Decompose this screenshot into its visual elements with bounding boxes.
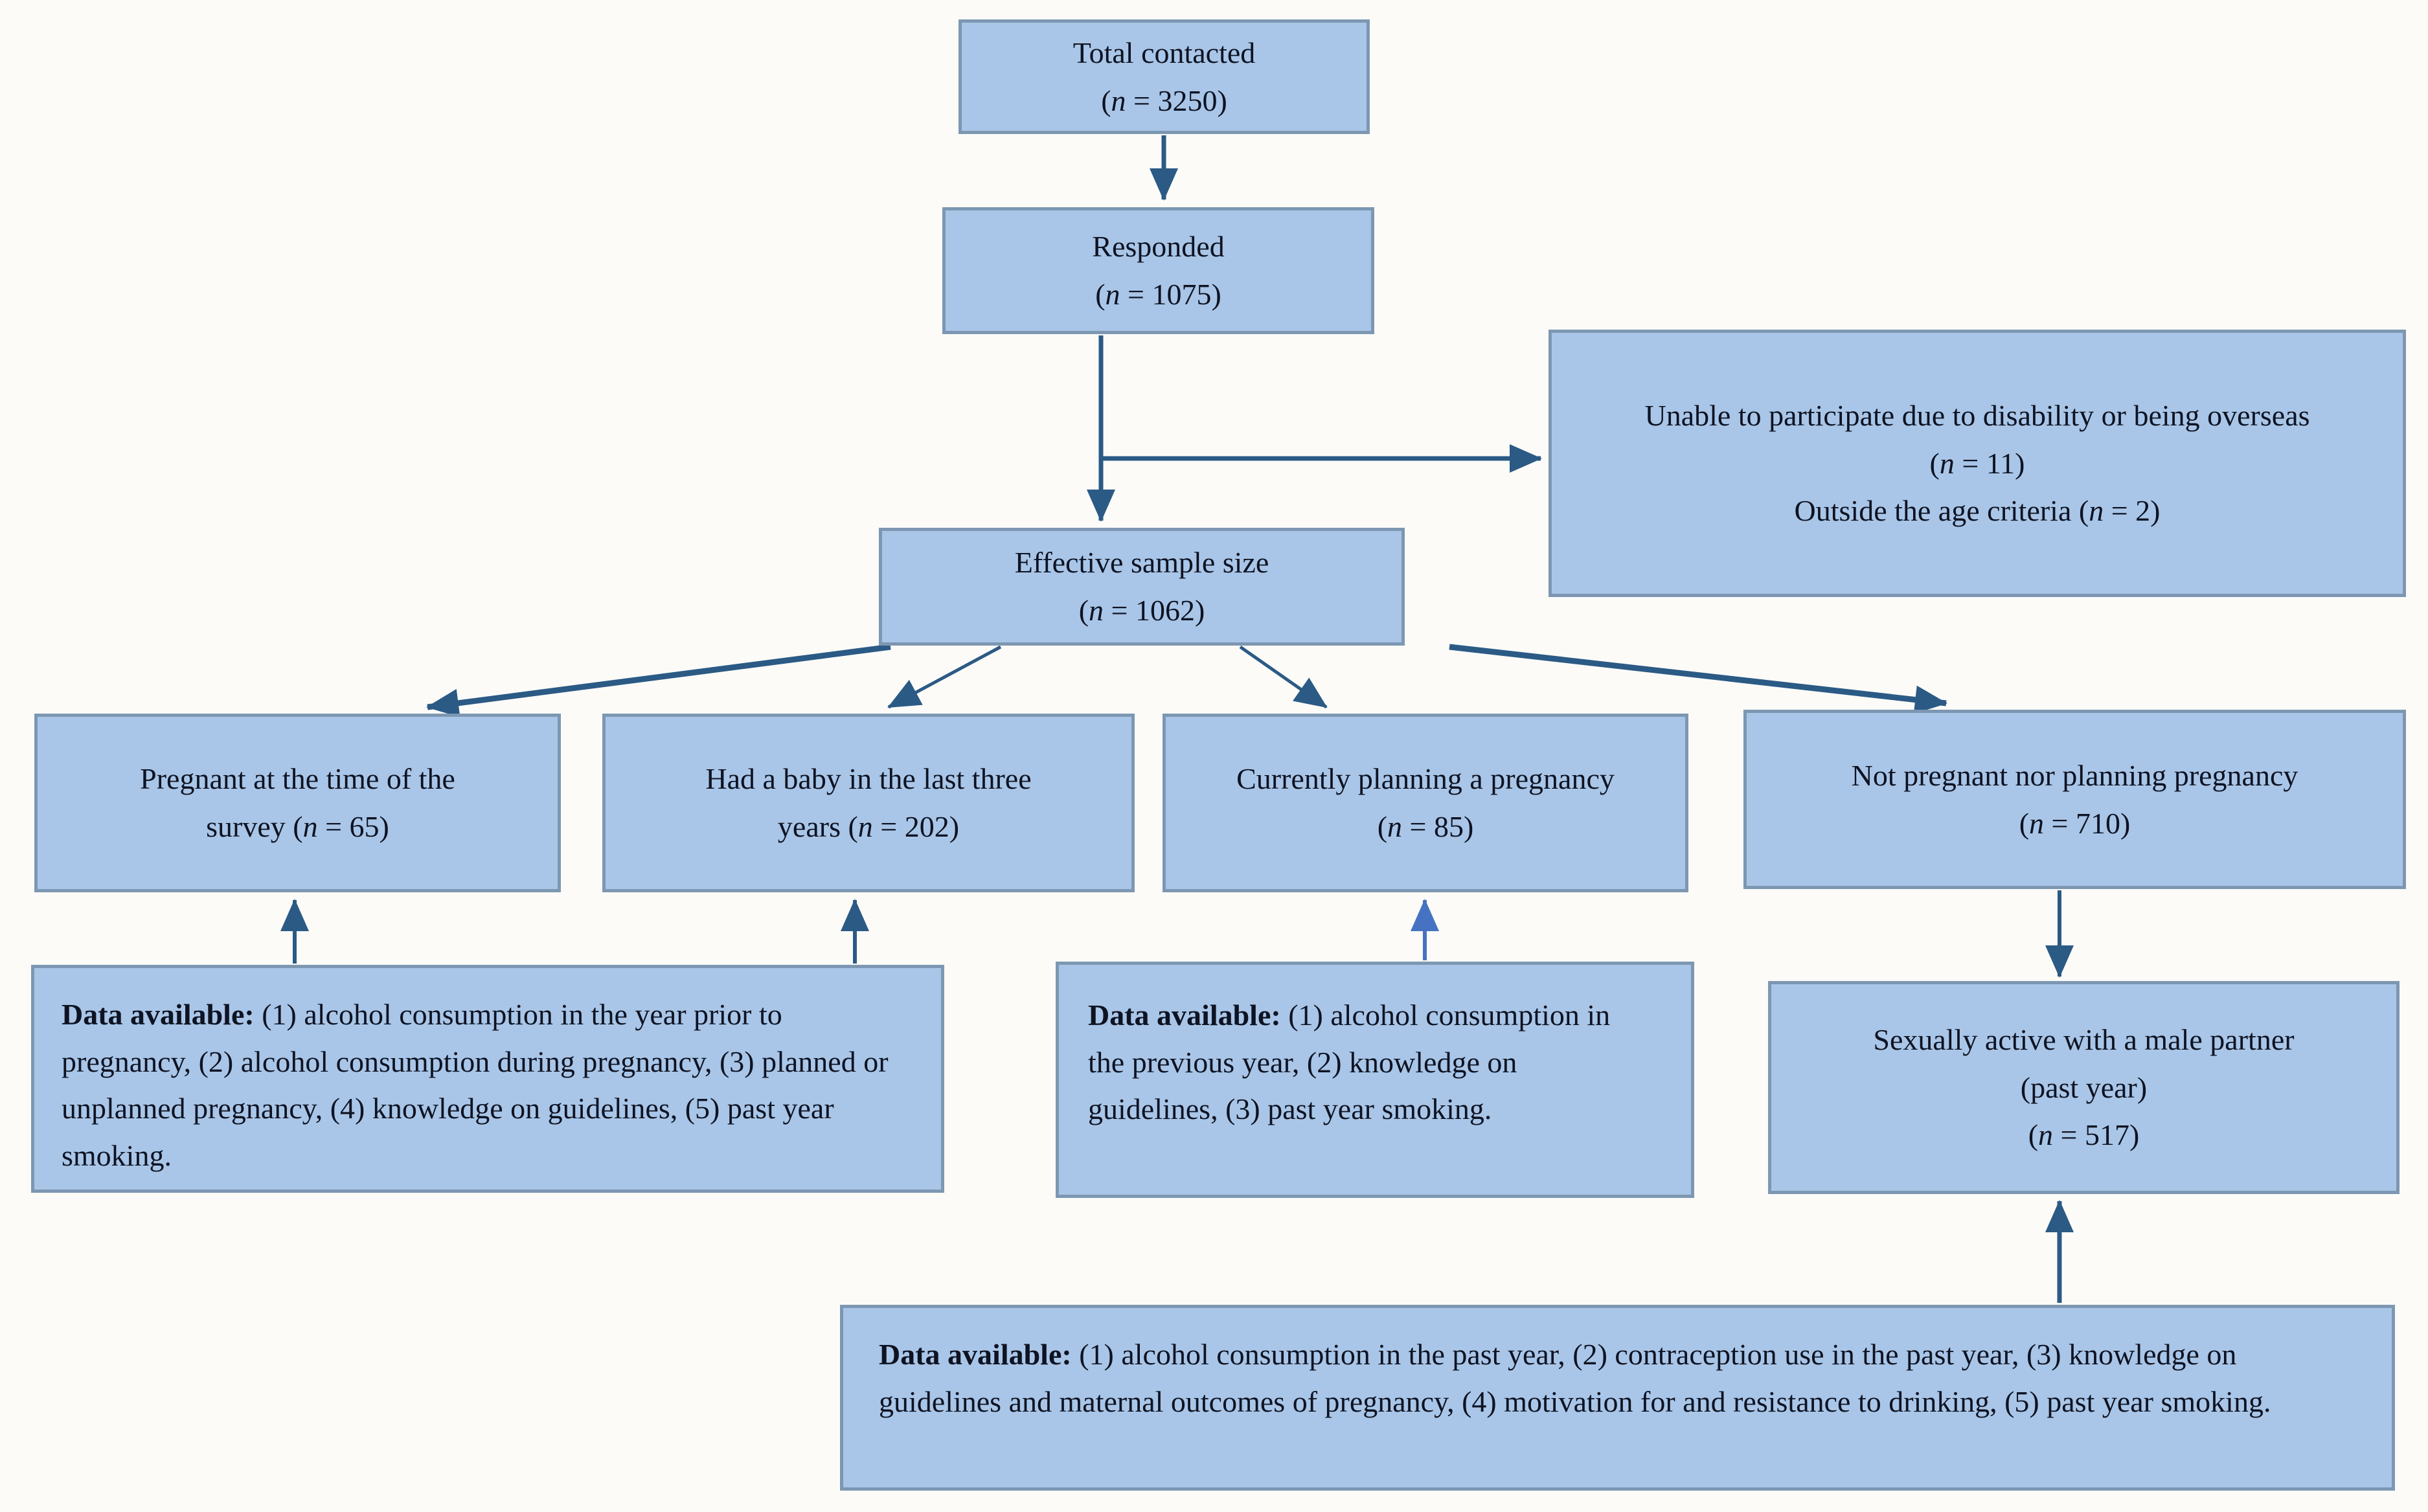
box-text-line: Pregnant at the time of the: [140, 762, 455, 796]
box-text-line: Not pregnant nor planning pregnancy: [1851, 758, 2298, 792]
box-not-pregnant-nor-planning: Not pregnant nor planning pregnancy (n = …: [1743, 710, 2406, 889]
box-total-contacted: Total contacted (n = 3250): [959, 19, 1370, 134]
box-text-line: survey (n = 65): [206, 810, 389, 843]
box-text-line: Unable to participate due to disability …: [1644, 399, 2310, 433]
box-unable-to-participate: Unable to participate due to disability …: [1549, 330, 2406, 597]
box-text-line: (n = 710): [2019, 806, 2131, 840]
arrow-effective-to-not-pregnant: [1449, 644, 1947, 714]
arrow-effective-to-pregnant: [426, 644, 891, 717]
arrow-effective-to-planning: [1239, 645, 1328, 709]
box-data-available-pregnant-baby: Data available: (1) alcohol consumption …: [31, 965, 944, 1193]
arrow-effective-to-had-baby: [887, 645, 1002, 709]
box-data-available-sexually-active: Data available: (1) alcohol consumption …: [840, 1305, 2395, 1491]
box-effective-sample-size: Effective sample size (n = 1062): [879, 528, 1405, 646]
box-text-line: Data available: (1) alcohol consumption …: [1088, 999, 1611, 1126]
box-currently-planning-pregnancy: Currently planning a pregnancy (n = 85): [1163, 714, 1688, 892]
box-text-line: Sexually active with a male partner: [1873, 1023, 2295, 1057]
box-text-line: (n = 517): [2028, 1118, 2140, 1152]
box-text-line: Currently planning a pregnancy: [1236, 762, 1615, 796]
box-text-line: Effective sample size: [1014, 546, 1269, 580]
box-text-line: Data available: (1) alcohol consumption …: [879, 1338, 2271, 1418]
box-data-available-planning: Data available: (1) alcohol consumption …: [1056, 962, 1694, 1198]
box-responded: Responded (n = 1075): [942, 207, 1374, 334]
box-text-line: (n = 1075): [1095, 278, 1221, 311]
box-text-line: (n = 85): [1377, 810, 1474, 843]
box-text-line: years (n = 202): [777, 810, 960, 843]
box-sexually-active: Sexually active with a male partner (past…: [1768, 981, 2400, 1194]
box-text-line: (n = 3250): [1101, 84, 1227, 117]
box-text-line: (n = 11): [1929, 446, 2025, 480]
box-text-line: Responded: [1092, 230, 1225, 264]
box-text-line: Outside the age criteria (n = 2): [1794, 494, 2161, 528]
box-text-line: Total contacted: [1072, 36, 1256, 69]
box-text-line: Data available: (1) alcohol consumption …: [62, 998, 889, 1173]
box-had-baby-last-three-years: Had a baby in the last three years (n = 2…: [602, 714, 1135, 892]
box-text-line: (past year): [2020, 1070, 2148, 1104]
box-text-line: (n = 1062): [1078, 594, 1205, 627]
box-pregnant-at-survey: Pregnant at the time of the survey (n = 6…: [34, 714, 561, 892]
box-text-line: Had a baby in the last three: [705, 762, 1032, 796]
